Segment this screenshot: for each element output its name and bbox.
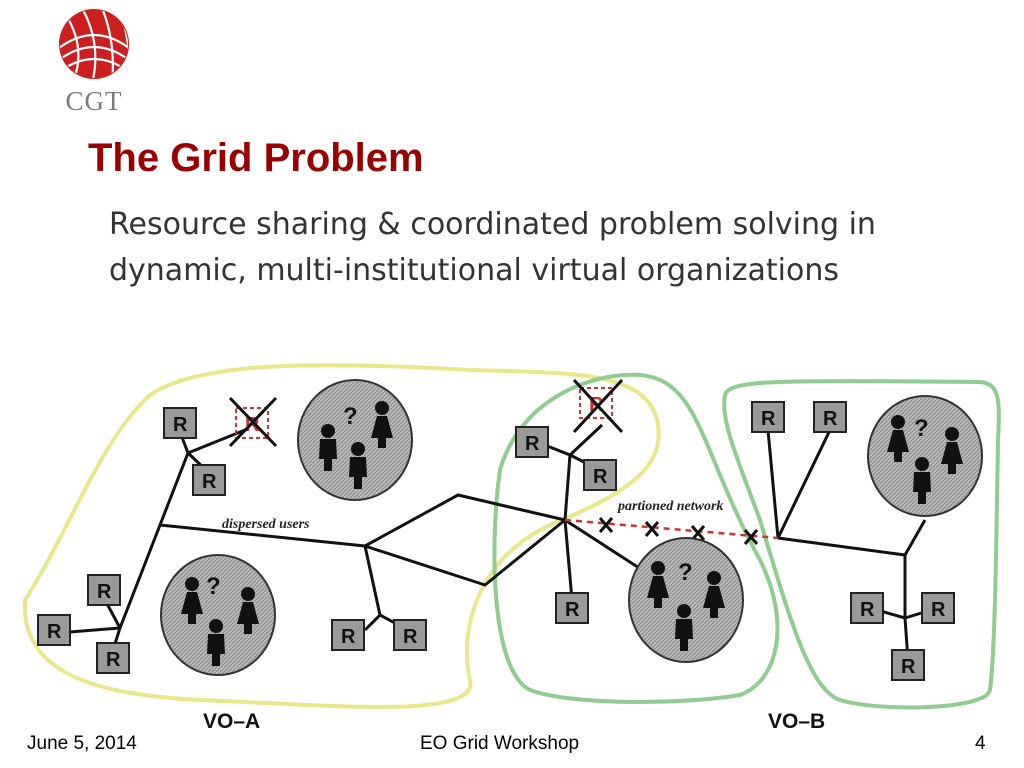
failed-resource: R <box>572 378 624 434</box>
resource-box: R <box>813 401 847 433</box>
svg-text:R: R <box>97 581 112 603</box>
resource-box: R <box>850 592 884 624</box>
resource-box: R <box>891 649 925 681</box>
resource-box: R <box>37 614 71 646</box>
resource-box: R <box>96 642 130 674</box>
svg-text:R: R <box>202 471 217 493</box>
resource-box: R <box>331 619 365 651</box>
resource-box: R <box>515 426 549 458</box>
vo-a-outline <box>22 363 661 709</box>
svg-text:R: R <box>901 656 916 678</box>
question-mark: ? <box>343 403 358 430</box>
logo-text: CGT <box>65 86 123 116</box>
resource-box: R <box>87 574 121 606</box>
question-mark: ? <box>678 559 693 586</box>
grid-diagram: ? ? ? ? R R R R R R R R R R R R R R R <box>22 363 1001 730</box>
resource-nodes: R R R R R R R R R R R R R R R <box>37 401 955 681</box>
question-mark: ? <box>914 415 929 442</box>
footer-date: June 5, 2014 <box>27 733 137 754</box>
resource-box: R <box>163 407 197 439</box>
svg-text:R: R <box>525 433 540 455</box>
resource-box: R <box>921 592 955 624</box>
user-cluster-right: ? <box>867 395 983 517</box>
question-mark: ? <box>206 573 221 600</box>
svg-text:R: R <box>47 621 62 643</box>
vo-b-outline <box>722 379 1001 710</box>
resource-box: R <box>555 592 589 624</box>
vo-a-label: VO–A <box>203 710 260 730</box>
dispersed-users-label: dispersed users <box>222 517 310 532</box>
user-cluster-bottom-left: ? <box>160 554 276 676</box>
user-cluster-green: ? <box>628 537 744 663</box>
svg-text:R: R <box>173 414 188 436</box>
svg-text:R: R <box>931 599 946 621</box>
cgt-logo-icon <box>59 9 129 79</box>
slide-title: The Grid Problem <box>88 136 424 180</box>
slide-subtitle: Resource sharing & coordinated problem s… <box>109 207 876 288</box>
resource-box: R <box>583 459 617 491</box>
svg-text:R: R <box>565 599 580 621</box>
svg-text:R: R <box>593 466 608 488</box>
svg-text:R: R <box>403 626 418 648</box>
vo-green-outline <box>492 372 780 704</box>
resource-box: R <box>192 464 226 496</box>
vo-b-label: VO–B <box>768 710 825 730</box>
partitioned-link <box>564 518 779 540</box>
svg-text:R: R <box>761 408 776 430</box>
page-number: 4 <box>975 733 986 754</box>
resource-box: R <box>393 619 427 651</box>
resource-box: R <box>751 401 785 433</box>
footer-event: EO Grid Workshop <box>420 733 580 754</box>
user-cluster-top: ? <box>297 379 413 501</box>
svg-text:R: R <box>106 649 121 671</box>
svg-text:R: R <box>860 599 875 621</box>
svg-text:R: R <box>823 408 838 430</box>
svg-text:R: R <box>341 626 356 648</box>
failed-resource: R <box>228 396 278 448</box>
partitioned-network-label: partioned network <box>617 499 723 514</box>
